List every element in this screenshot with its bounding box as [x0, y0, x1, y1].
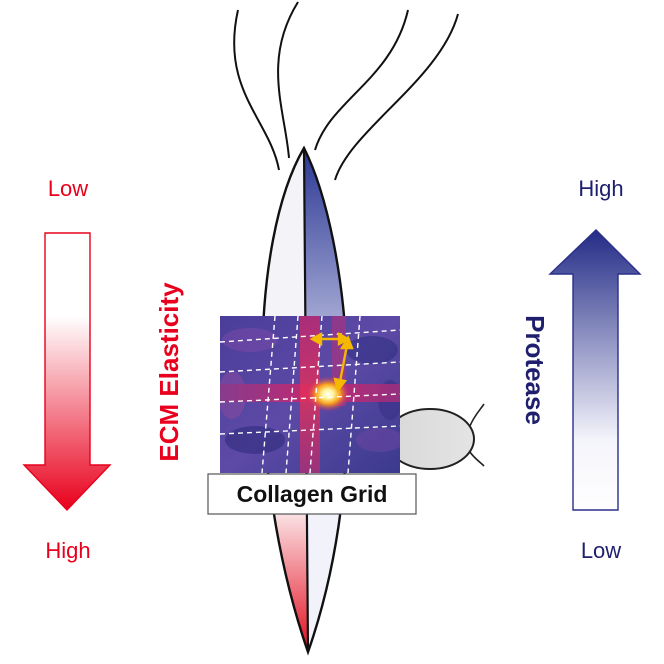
dashed-grid — [220, 316, 400, 473]
left-top-label: Low — [48, 176, 88, 201]
right-gradient-arrow — [548, 229, 642, 511]
caption-text: Collagen Grid — [237, 481, 388, 507]
bud — [385, 403, 485, 470]
inset-caption: Collagen Grid — [207, 473, 417, 515]
tentacle-1 — [233, 9, 280, 171]
tentacle-3 — [314, 9, 409, 151]
right-bottom-label: Low — [581, 538, 621, 563]
right-arrow-shape — [548, 229, 642, 511]
collagen-inset — [220, 316, 400, 473]
protease-title: Protease — [520, 315, 550, 425]
right-top-label: High — [578, 176, 623, 201]
left-bottom-label: High — [45, 538, 90, 563]
tentacles — [233, 1, 459, 181]
deformation-arrows — [309, 331, 354, 393]
left-arrow-shape — [22, 232, 112, 512]
tentacle-4 — [334, 13, 459, 181]
bud-tentacle-upper — [469, 403, 485, 427]
tentacle-2 — [277, 1, 299, 159]
bud-tentacle-lower — [469, 451, 485, 467]
ecm-elasticity-title: ECM Elasticity — [154, 282, 184, 462]
caption-box — [207, 473, 417, 515]
left-gradient-arrow — [22, 232, 112, 512]
